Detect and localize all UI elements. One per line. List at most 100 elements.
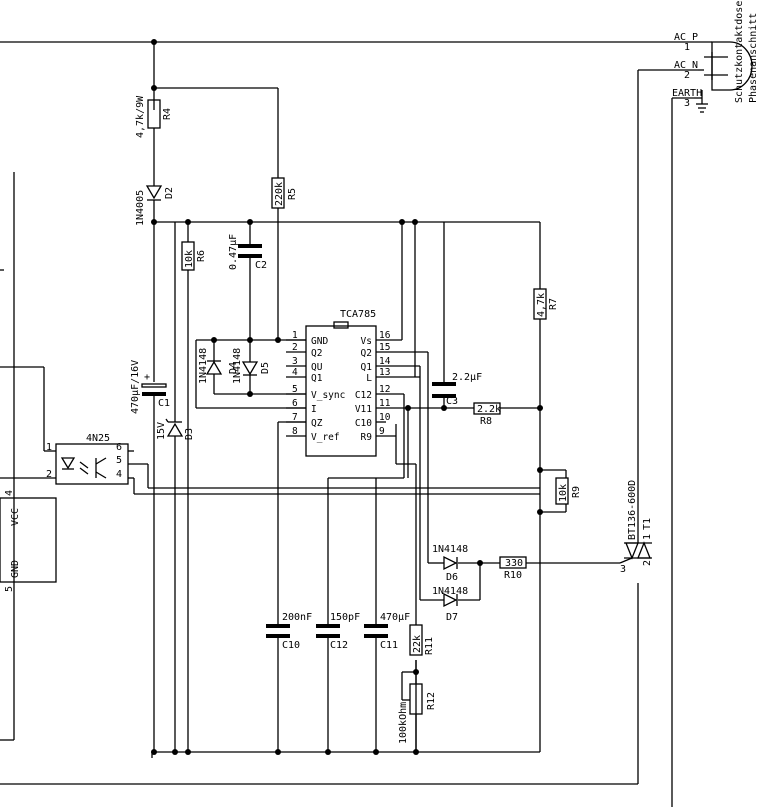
ic-right-pin-name: L [366, 373, 372, 384]
ic-right-pin-number: 13 [379, 367, 390, 378]
wires [0, 41, 698, 807]
diode-d4: 1N4148 D4 [198, 348, 239, 384]
r11-ref: R11 [424, 637, 435, 655]
ic-left-pin-name: V_sync [311, 390, 345, 401]
diode-d3: 15V D3 [156, 418, 195, 440]
mcu-pin-vcc: 4 [4, 490, 15, 496]
ic-right-pin-name: V11 [355, 404, 372, 415]
r6-ref: R6 [196, 250, 207, 262]
c12-ref: C12 [330, 640, 348, 651]
ic-left-pin-name: V_ref [311, 432, 340, 443]
pin-3: 3 [684, 98, 690, 109]
ic-left-pin-name: I [311, 404, 317, 415]
c2-ref: C2 [255, 260, 267, 271]
c11-ref: C11 [380, 640, 398, 651]
c10-value: 200nF [282, 612, 312, 623]
resistor-r9: 10k R9 [555, 477, 582, 505]
potentiometer-r12: 100kOhm R12 [398, 660, 437, 752]
ic-right-pin-number: 14 [379, 356, 391, 367]
triac-pin-1: 1 [642, 534, 653, 540]
d7-ref: D7 [446, 612, 458, 623]
mcu-pin-gnd: 5 [4, 586, 15, 592]
r9-ref: R9 [571, 486, 582, 498]
net-ac-p: AC_P [674, 32, 698, 43]
diode-d2: 1N4005 D2 [135, 185, 175, 226]
ic-right-pin-number: 9 [379, 426, 385, 437]
d6-ref: D6 [446, 572, 458, 583]
ic-right-pin-number: 15 [379, 342, 390, 353]
d4-value: 1N4148 [198, 348, 209, 384]
r5-value: 220k [274, 182, 285, 206]
ic-left-pin-number: 5 [292, 384, 298, 395]
d2-ref: D2 [164, 187, 175, 199]
ic-left-pin-name: Q1 [311, 373, 323, 384]
r6-value: 10k [184, 250, 195, 268]
triac-t1: BT136-600D T1 1 2 3 [619, 480, 653, 575]
resistor-r11: 22k R11 [409, 624, 435, 656]
capacitor-c11: 470µF C11 [364, 612, 410, 651]
r11-value: 22k [412, 635, 423, 653]
capacitor-c3: 2.2µF C3 [432, 372, 482, 407]
ic-left-pin-number: 2 [292, 342, 298, 353]
r9-value: 10k [558, 484, 569, 502]
c1-plus: + [144, 372, 150, 383]
opto-pin-1: 1 [46, 442, 52, 453]
d6-value: 1N4148 [432, 544, 468, 555]
d7-value: 1N4148 [432, 586, 468, 597]
r7-value: 4,7k [536, 293, 547, 317]
ic-left-pin-name: QZ [311, 418, 323, 429]
ic-left-pin-number: 7 [292, 412, 298, 423]
r10-ref: R10 [504, 570, 522, 581]
r7-ref: R7 [548, 298, 559, 310]
triac-ref: T1 [642, 518, 653, 530]
ic-right-pin-name: Q1 [361, 362, 373, 373]
resistor-r6: 10k R6 [181, 241, 207, 271]
ic-right-pin-number: 12 [379, 384, 390, 395]
r8-value: 2.2k [477, 404, 501, 415]
socket-name-1: Schutzkontaktdose [734, 1, 745, 103]
r8-ref: R8 [480, 416, 492, 427]
c3-value: 2.2µF [452, 372, 482, 383]
resistor-r7: 4,7k R7 [533, 288, 559, 320]
d3-ref: D3 [184, 428, 195, 440]
mcu-vcc: VCC [10, 508, 21, 526]
pin-1: 1 [684, 42, 690, 53]
pin-2: 2 [684, 70, 690, 81]
mcu-block: VCC GND 4 5 [0, 490, 57, 592]
ic-name: TCA785 [340, 309, 376, 320]
capacitor-c12: 150pF C12 [316, 612, 360, 651]
resistor-r4: 4,7k/9W R4 [135, 95, 173, 138]
resistor-r5: 220k R5 [271, 177, 298, 209]
ic-left-pin-name: QU [311, 362, 323, 373]
opto-pin-4: 4 [116, 469, 122, 480]
r4-value: 4,7k/9W [135, 95, 146, 138]
triac-pin-3: 3 [620, 564, 626, 575]
c3-ref: C3 [446, 396, 458, 407]
r4-ref: R4 [162, 108, 173, 120]
capacitor-c10: 200nF C10 [266, 612, 312, 651]
ic-left-pin-number: 3 [292, 356, 298, 367]
capacitor-c2: 0.47µF C2 [228, 234, 267, 271]
d3-value: 15V [156, 422, 167, 440]
net-earth: EARTH [672, 88, 702, 99]
ic-left-pin-number: 1 [292, 330, 298, 341]
opto-pin-2: 2 [46, 469, 52, 480]
ic-right-pin-number: 11 [379, 398, 391, 409]
r12-ref: R12 [426, 692, 437, 710]
d4-ref: D4 [228, 362, 239, 374]
ic-right-pin-name: Vs [361, 336, 372, 347]
ic-left-pin-name: Q2 [311, 348, 322, 359]
optocoupler-4n25: 4N25 1 2 6 5 4 [46, 433, 134, 485]
mcu-gnd: GND [10, 560, 21, 578]
diode-d7: 1N4148 D7 [432, 586, 468, 623]
triac-value: BT136-600D [627, 480, 638, 540]
ic-right-pin-number: 10 [379, 412, 391, 423]
r12-value: 100kOhm [398, 702, 409, 744]
c1-ref: C1 [158, 398, 170, 409]
opto-name: 4N25 [86, 433, 110, 444]
net-ac-n: AC_N [674, 60, 698, 71]
d2-value: 1N4005 [135, 190, 146, 226]
